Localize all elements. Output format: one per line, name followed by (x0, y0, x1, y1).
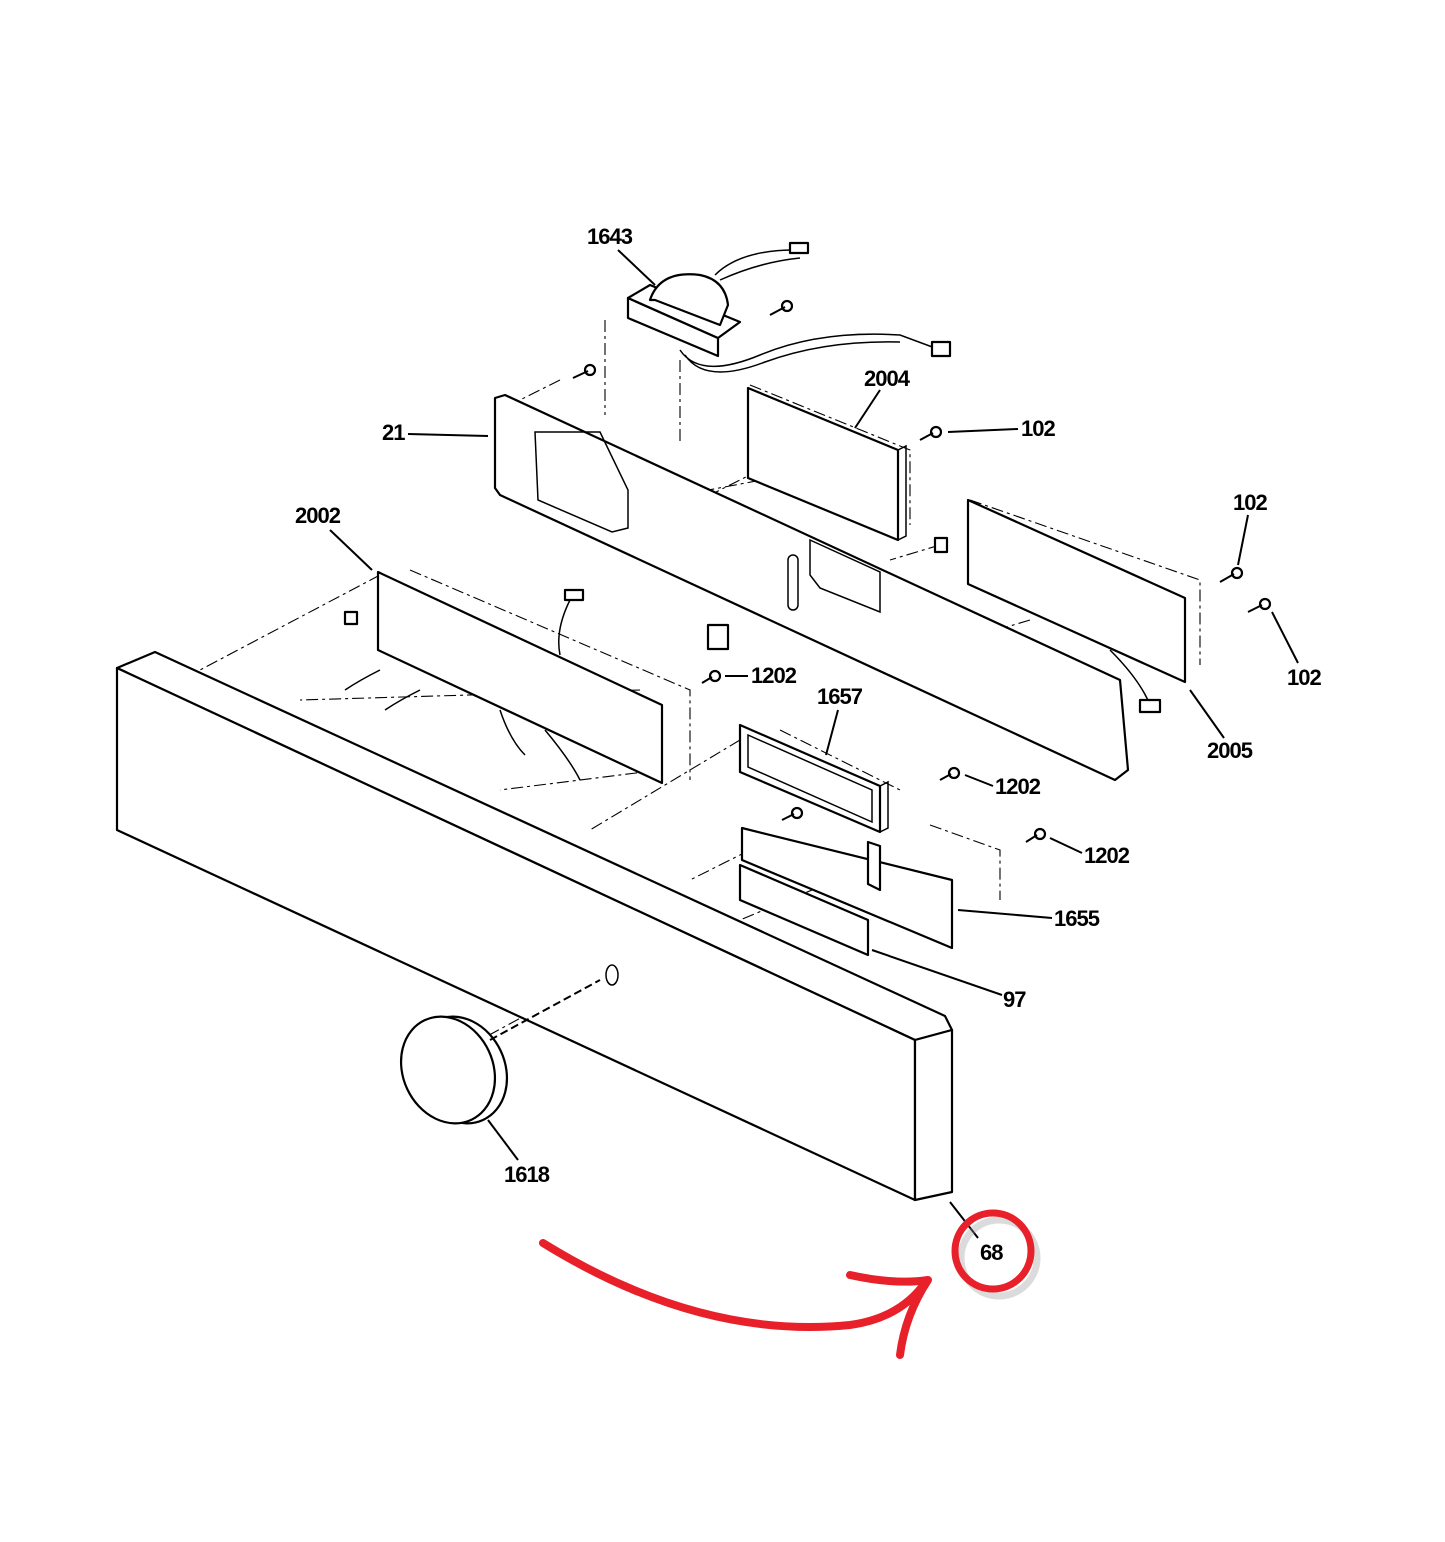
label-1202[interactable]: 1202 (995, 774, 1042, 799)
console-panel-68[interactable] (115, 650, 954, 1202)
knob-1618[interactable] (384, 1001, 524, 1139)
label-1202[interactable]: 1202 (751, 663, 798, 688)
label-97[interactable]: 97 (1003, 987, 1027, 1012)
control-board-2002[interactable] (343, 570, 664, 785)
highlight-circle (951, 1209, 1035, 1293)
mounting-panel-21[interactable] (493, 393, 1130, 782)
label-1618[interactable]: 1618 (504, 1162, 551, 1187)
part-labels: 1643 2004 102 21 2002 102 102 1202 1657 … (295, 224, 1322, 1265)
label-21[interactable]: 21 (382, 420, 406, 445)
highlight-annotation (539, 1209, 1041, 1359)
label-2004[interactable]: 2004 (864, 366, 912, 391)
label-2002[interactable]: 2002 (295, 503, 342, 528)
label-68[interactable]: 68 (980, 1240, 1004, 1265)
lens-97[interactable] (738, 863, 870, 957)
label-102[interactable]: 102 (1287, 665, 1322, 690)
screws (572, 299, 1272, 843)
label-1643[interactable]: 1643 (587, 224, 634, 249)
red-arrow (539, 1239, 929, 1331)
leader-lines (329, 249, 1299, 1239)
control-board-2005[interactable] (933, 498, 1187, 714)
display-module-1657[interactable] (738, 723, 889, 834)
label-102[interactable]: 102 (1021, 416, 1056, 441)
switch-board-1655[interactable] (740, 826, 954, 950)
label-1657[interactable]: 1657 (817, 684, 864, 709)
transformer-1643[interactable] (626, 241, 952, 373)
label-1202[interactable]: 1202 (1084, 843, 1131, 868)
control-board-2004[interactable] (746, 386, 907, 542)
label-1655[interactable]: 1655 (1054, 906, 1101, 931)
label-102[interactable]: 102 (1233, 490, 1268, 515)
red-arrowhead (846, 1271, 932, 1359)
label-2005[interactable]: 2005 (1207, 738, 1254, 763)
